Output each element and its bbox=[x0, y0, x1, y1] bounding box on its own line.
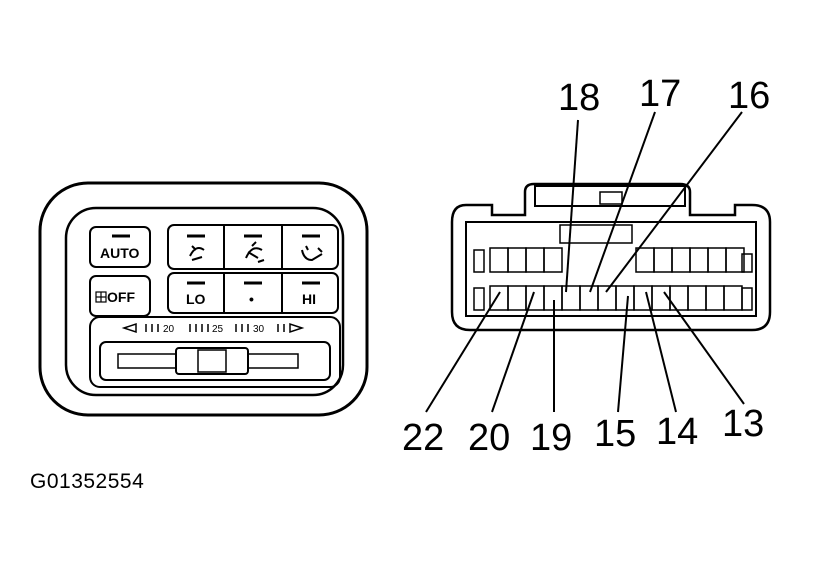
pin-cavity bbox=[707, 247, 727, 273]
auto-button[interactable]: AUTO bbox=[89, 226, 151, 268]
pin-cavities bbox=[473, 247, 753, 311]
connector-key bbox=[473, 249, 485, 273]
pin-cavity bbox=[635, 247, 655, 273]
pin-cavity bbox=[561, 285, 581, 311]
off-label: OFF bbox=[107, 289, 135, 305]
temperature-control: 20 25 30 bbox=[89, 316, 341, 388]
pin-cavity bbox=[525, 247, 545, 273]
pin-label-19: 19 bbox=[530, 417, 572, 459]
fan-mid-button[interactable]: • bbox=[244, 281, 262, 307]
temperature-slider-knob[interactable] bbox=[175, 347, 249, 375]
temperature-scale: 20 25 30 bbox=[121, 322, 305, 335]
temp-tick-25: 25 bbox=[212, 324, 224, 335]
pin-cavity bbox=[705, 285, 725, 311]
figure-id: G01352554 bbox=[30, 470, 145, 493]
mode-foot-button[interactable] bbox=[301, 234, 323, 262]
pin-label-18: 18 bbox=[558, 77, 600, 119]
cooler-arrow-icon bbox=[121, 322, 137, 334]
pin-cavity bbox=[689, 247, 709, 273]
connector-housing bbox=[450, 182, 772, 332]
fan-hi-button[interactable]: HI bbox=[302, 281, 320, 307]
vent-bilevel-icon bbox=[245, 241, 265, 263]
pin-label-13: 13 bbox=[722, 403, 764, 445]
pin-cavity bbox=[507, 285, 527, 311]
mode-button-group bbox=[167, 224, 339, 270]
leader-lines bbox=[425, 111, 745, 413]
pin-cavity bbox=[489, 285, 509, 311]
temp-tick-20: 20 bbox=[163, 324, 175, 335]
pin-cavity bbox=[615, 285, 635, 311]
connector-key bbox=[741, 253, 753, 273]
climate-control-panel bbox=[38, 181, 369, 417]
pin-cavity bbox=[671, 247, 691, 273]
pin-label-15: 15 bbox=[594, 413, 636, 455]
pin-cavity bbox=[507, 247, 527, 273]
connector-key bbox=[473, 287, 485, 311]
temp-tick-30: 30 bbox=[253, 324, 265, 335]
pin-cavity bbox=[723, 285, 743, 311]
connector-key bbox=[741, 287, 753, 311]
pin-cavity bbox=[653, 247, 673, 273]
pin-label-14: 14 bbox=[656, 411, 698, 453]
rear-defrost-icon bbox=[95, 291, 107, 303]
pin-label-16: 16 bbox=[728, 75, 770, 117]
auto-label: AUTO bbox=[100, 245, 140, 261]
fan-lo-button[interactable]: LO bbox=[186, 281, 206, 307]
fan-button-group bbox=[167, 272, 339, 314]
mode-face-button[interactable] bbox=[187, 234, 205, 261]
mid-label: • bbox=[249, 291, 254, 307]
vent-foot-icon bbox=[301, 245, 323, 262]
pin-cavity bbox=[725, 247, 745, 273]
pin-label-22: 22 bbox=[402, 417, 444, 459]
pin-cavity bbox=[543, 247, 563, 273]
pin-cavity bbox=[489, 247, 509, 273]
mode-bilevel-button[interactable] bbox=[244, 234, 265, 263]
pin-label-17: 17 bbox=[639, 73, 681, 115]
pin-cavity bbox=[669, 285, 689, 311]
pin-cavity bbox=[687, 285, 707, 311]
pin-cavity bbox=[579, 285, 599, 311]
vent-face-icon bbox=[189, 245, 205, 261]
lo-label: LO bbox=[186, 291, 206, 307]
warmer-arrow-icon bbox=[289, 322, 305, 334]
pin-label-20: 20 bbox=[468, 417, 510, 459]
hi-label: HI bbox=[302, 291, 316, 307]
off-button[interactable]: OFF bbox=[89, 275, 151, 317]
